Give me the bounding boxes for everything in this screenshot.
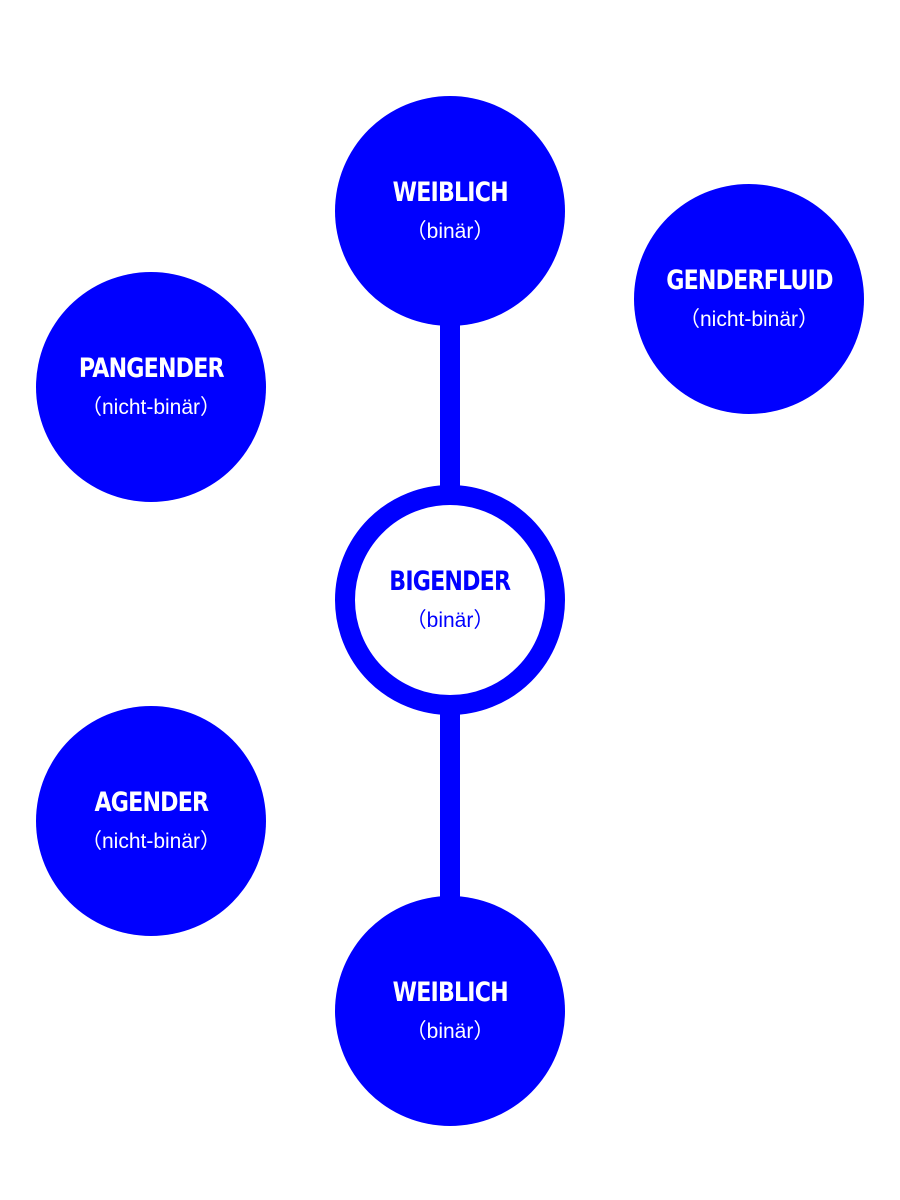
node-pangender: PANGENDER （nicht-binär）	[36, 272, 266, 502]
node-subtitle: （nicht-binär）	[80, 395, 222, 419]
node-title: WEIBLICH	[392, 177, 508, 209]
node-subtitle: （binär）	[405, 1019, 495, 1043]
node-title: PANGENDER	[78, 353, 225, 385]
node-weiblich-bottom: WEIBLICH （binär）	[335, 896, 565, 1126]
connector-line-top	[440, 300, 460, 500]
node-title: WEIBLICH	[392, 977, 508, 1009]
node-subtitle: （binär）	[405, 608, 495, 632]
node-title: GENDERFLUID	[665, 265, 833, 297]
node-title: BIGENDER	[389, 566, 512, 598]
node-subtitle: （nicht-binär）	[678, 307, 820, 331]
node-title: AGENDER	[94, 787, 209, 819]
node-subtitle: （binär）	[405, 219, 495, 243]
node-weiblich-top: WEIBLICH （binär）	[335, 96, 565, 326]
node-bigender: BIGENDER （binär）	[335, 485, 565, 715]
node-genderfluid: GENDERFLUID （nicht-binär）	[634, 184, 864, 414]
node-agender: AGENDER （nicht-binär）	[36, 706, 266, 936]
node-subtitle: （nicht-binär）	[80, 829, 222, 853]
connector-line-bottom	[440, 700, 460, 910]
